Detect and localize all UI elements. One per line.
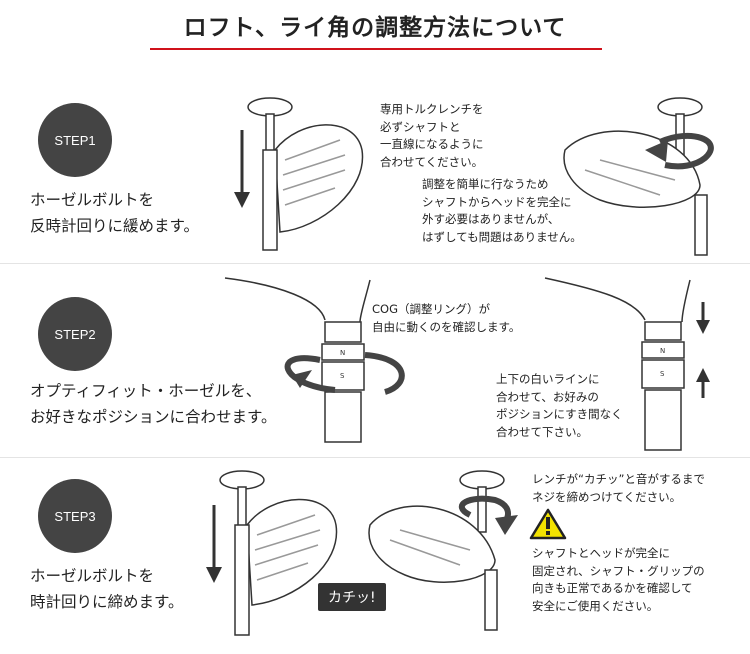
step1-note-align: 専用トルクレンチを 必ずシャフトと 一直線になるように 合わせてください。 [380,102,484,169]
hosel-diagram: N S [544,277,691,451]
step2-note-lines: 上下の白いラインに 合わせて、お好みの ポジションにすき間なく 合わせて下さい。 [496,372,623,439]
hosel-diagram: N S [224,277,371,443]
divider [0,263,750,264]
clockwise-arrow-icon [459,495,518,535]
step3-description: ホーゼルボルトを 時計回りに締めます。 [30,567,184,611]
warning-icon [529,508,567,540]
svg-text:S: S [340,372,345,380]
step2-note-cog: COG（調整リング）が 自由に動くのを確認します。 [372,302,521,334]
step2-badge: STEP2 [38,297,112,371]
torque-wrench-icon [247,97,293,155]
torque-wrench-icon [459,470,505,533]
driver-head-icon [368,505,498,631]
driver-head-icon [234,498,338,636]
click-sound-label: カチッ! [318,583,386,611]
svg-text:S: S [660,370,665,378]
torque-wrench-icon [219,470,265,528]
step3-note-safety: シャフトとヘッドが完全に 固定され、シャフト・グリップの 向きも正常であるかを確… [532,546,705,613]
step3-note-click: レンチが“カチッ”と音がするまで ネジを締めつけてください。 [532,472,705,504]
driver-head-icon [262,124,364,251]
svg-text:N: N [340,349,345,357]
svg-text:N: N [660,347,665,355]
step1-note-removal: 調整を簡単に行なうため シャフトからヘッドを完全に 外す必要はありませんが、 は… [422,177,582,244]
rotation-arrow-icon [284,352,405,395]
driver-head-icon [563,130,708,256]
page-title: ロフト、ライ角の調整方法について [183,15,567,41]
title-underline [150,48,602,50]
down-arrow-icon [234,130,250,208]
step3-badge: STEP3 [38,479,112,553]
down-arrow-icon [206,505,222,583]
divider [0,457,750,458]
up-arrow-icon [696,368,710,398]
step1-badge: STEP1 [38,103,112,177]
step1-description: ホーゼルボルトを 反時計回りに緩めます。 [30,191,199,235]
step2-description: オプティフィット・ホーゼルを、 お好きなポジションに合わせます。 [30,382,277,426]
counterclockwise-arrow-icon [645,132,714,170]
down-arrow-icon [696,302,710,334]
